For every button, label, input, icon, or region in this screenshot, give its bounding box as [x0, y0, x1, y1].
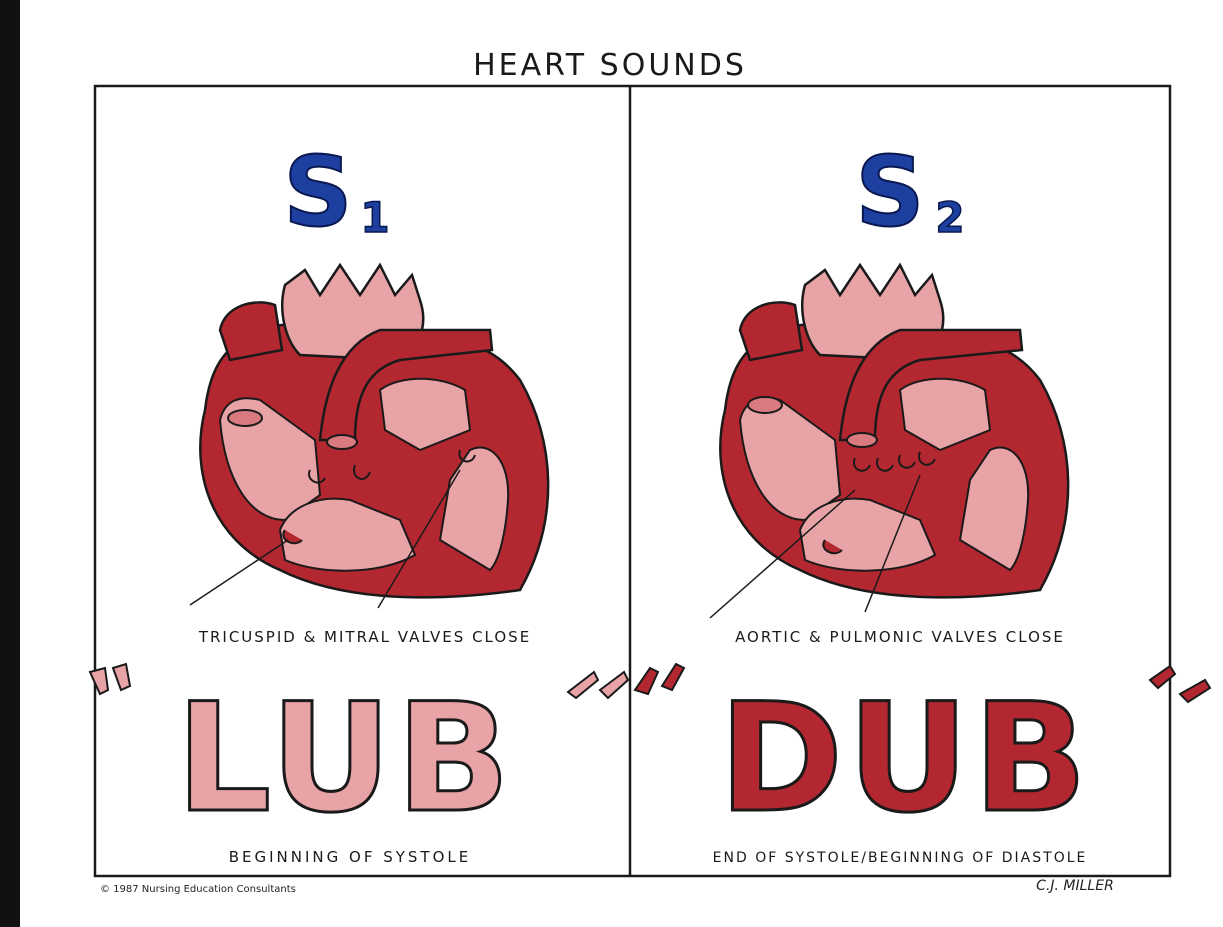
tricuspid-pointer [190, 540, 288, 605]
s1-phase-label: BEGINNING OF SYSTOLE [229, 848, 472, 866]
s2-subscript: 2 [935, 193, 964, 242]
heart-illustration-s2 [720, 265, 1068, 597]
s1-main-letter: S [283, 136, 352, 248]
panel-s2: S 2 AORTIC & PULMONIC VALVES CLOSE DUB E… [635, 136, 1210, 866]
s2-main-letter: S [855, 136, 924, 248]
s2-phase-label: END OF SYSTOLE/BEGINNING OF DIASTOLE [713, 850, 1088, 866]
s2-sound-word: DUB [719, 672, 1092, 846]
heart-sounds-diagram: HEART SOUNDS S 1 [20, 0, 1223, 927]
diagram-title: HEART SOUNDS [473, 48, 747, 83]
heart-illustration-s1 [200, 265, 548, 597]
s1-close-quote [568, 672, 628, 698]
diagram-canvas: HEART SOUNDS S 1 [20, 0, 1223, 927]
panel-s1: S 1 [90, 136, 628, 866]
copyright-note: © 1987 Nursing Education Consultants [100, 884, 296, 895]
s1-subscript: 1 [360, 193, 389, 242]
artist-signature: C.J. MILLER [1036, 878, 1114, 894]
s2-valve-caption: AORTIC & PULMONIC VALVES CLOSE [735, 628, 1065, 646]
s2-open-quote [635, 664, 684, 694]
s1-valve-caption: TRICUSPID & MITRAL VALVES CLOSE [198, 628, 531, 646]
s1-sound-word: LUB [176, 672, 514, 846]
s2-close-quote [1150, 666, 1210, 702]
